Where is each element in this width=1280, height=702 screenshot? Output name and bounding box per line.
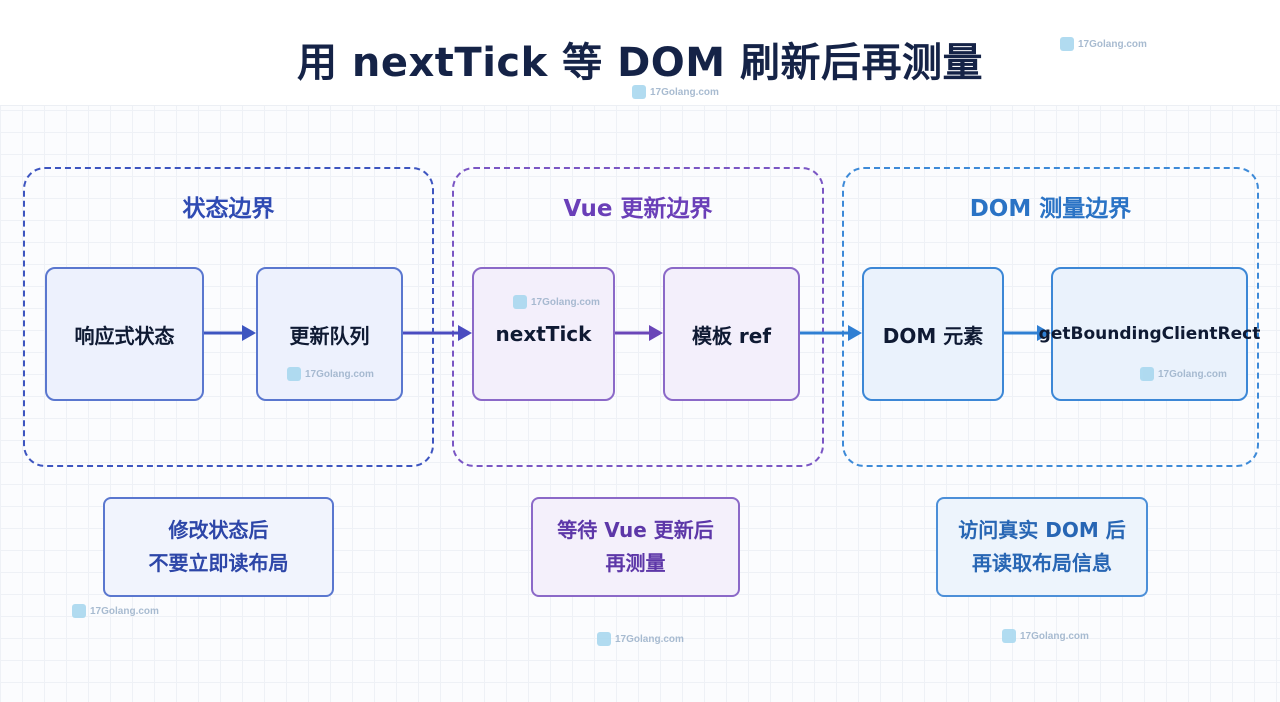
diagram-title: 用 nextTick 等 DOM 刷新后再测量: [296, 40, 984, 86]
note-vue-line-2: 再测量: [605, 551, 666, 575]
group-vue-update-boundary: [452, 167, 824, 467]
node-next-tick: nextTick: [472, 267, 615, 401]
note-state-line-2: 不要立即读布局: [148, 551, 289, 575]
arrow-ref-to-dom: [800, 325, 862, 341]
watermark-logo-icon: [287, 367, 301, 381]
node-reactive-state: 响应式状态: [45, 267, 204, 401]
note-state-line-1: 修改状态后: [168, 518, 269, 542]
arrow-nexttick-to-ref: [615, 325, 663, 341]
note-vue-line-1: 等待 Vue 更新后: [557, 518, 714, 542]
group-dom-measure-boundary: [842, 167, 1259, 467]
note-dom-line-2: 再读取布局信息: [972, 551, 1112, 575]
watermark: 17Golang.com: [513, 295, 600, 309]
watermark: 17Golang.com: [287, 367, 374, 381]
watermark: 17Golang.com: [632, 85, 719, 99]
node-dom-element: DOM 元素: [862, 267, 1004, 401]
group-title-dom: DOM 测量边界: [969, 196, 1132, 222]
note-dom: 访问真实 DOM 后 再读取布局信息: [936, 497, 1148, 597]
node-get-bounding-client-rect: getBoundingClientRect: [1039, 267, 1260, 401]
watermark-logo-icon: [632, 85, 646, 99]
watermark: 17Golang.com: [1140, 367, 1227, 381]
watermark: 17Golang.com: [597, 632, 684, 646]
group-title-state: 状态边界: [182, 196, 275, 222]
arrow-queue-to-nexttick: [403, 325, 472, 341]
watermark-logo-icon: [597, 632, 611, 646]
note-state: 修改状态后 不要立即读布局: [103, 497, 334, 597]
note-dom-line-1: 访问真实 DOM 后: [958, 518, 1126, 542]
note-vue: 等待 Vue 更新后 再测量: [531, 497, 740, 597]
node-template-ref: 模板 ref: [663, 267, 800, 401]
arrow-dom-to-rect: [1004, 325, 1051, 341]
watermark-logo-icon: [72, 604, 86, 618]
watermark-logo-icon: [1140, 367, 1154, 381]
group-title-vue: Vue 更新边界: [563, 196, 713, 222]
watermark: 17Golang.com: [1060, 37, 1147, 51]
watermark-logo-icon: [1002, 629, 1016, 643]
group-state-boundary: [23, 167, 434, 467]
watermark: 17Golang.com: [1002, 629, 1089, 643]
watermark-logo-icon: [1060, 37, 1074, 51]
node-update-queue: 更新队列: [256, 267, 403, 401]
arrow-state-to-queue: [204, 325, 256, 341]
watermark-logo-icon: [513, 295, 527, 309]
watermark: 17Golang.com: [72, 604, 159, 618]
